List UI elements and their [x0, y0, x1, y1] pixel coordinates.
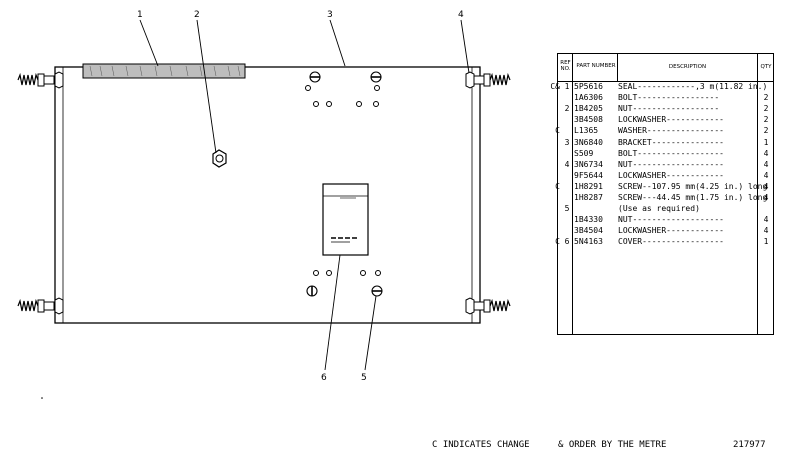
parts-row: 9F5644 LOCKWASHER------------ 4 [558, 170, 775, 181]
part-description: LOCKWASHER------------ [618, 226, 724, 236]
part-number: 3B4504 [574, 226, 603, 236]
part-number: 1A6306 [574, 93, 603, 103]
metre-legend: & ORDER BY THE METRE [558, 440, 667, 450]
ref-number: 4 [564, 159, 570, 169]
change-mark: C [555, 237, 560, 247]
part-description: SCREW--107.95 mm(4.25 in.) long [618, 181, 768, 191]
part-number: 9F5644 [574, 170, 603, 180]
callout-2: 2 [194, 10, 200, 20]
part-description: (Use as required) [618, 204, 700, 214]
quantity: 4 [763, 181, 769, 191]
ref-number: 6 [564, 237, 570, 247]
part-description: NUT------------------- [618, 159, 724, 169]
ref-number: 5 [564, 204, 570, 214]
parts-row: 3B4508 LOCKWASHER------------ 2 [558, 114, 775, 125]
part-number: S509 [574, 148, 594, 158]
header-description: DESCRIPTION [668, 64, 707, 70]
parts-row: 1A6306 BOLT----------------- 2 [558, 92, 775, 103]
part-number: 1B4330 [574, 215, 603, 225]
quantity: 4 [763, 215, 769, 225]
quantity: 1 [763, 237, 769, 247]
part-number: 1B4205 [574, 104, 603, 114]
change-legend: C INDICATES CHANGE [432, 440, 530, 450]
parts-row: S509 BOLT------------------ 4 [558, 148, 775, 159]
quantity: 4 [763, 226, 769, 236]
ref-number: 1 [564, 82, 570, 91]
callout-1: 1 [137, 10, 143, 20]
upper-screw-group [305, 71, 382, 107]
part-number: 5P5616 [574, 82, 603, 91]
ref-number: 2 [564, 104, 570, 114]
parts-row: 3B4504 LOCKWASHER------------ 4 [558, 225, 775, 236]
part-number: 5N4163 [574, 237, 603, 247]
callout-6: 6 [321, 373, 327, 383]
callout-3: 3 [327, 10, 333, 20]
part-number: 3B4508 [574, 115, 603, 125]
quantity: 1 [763, 137, 769, 147]
part-number: 3N6840 [574, 137, 603, 147]
parts-row: 4 3N6734 NUT------------------- 4 [558, 159, 775, 170]
header-qty: QTY [760, 64, 772, 70]
bracket-plate [322, 183, 369, 256]
part-description: BOLT------------------ [618, 148, 724, 158]
part-number: 1H8291 [574, 181, 603, 191]
quantity: 2 [763, 104, 769, 114]
parts-row: 1B4330 NUT------------------- 4 [558, 214, 775, 225]
header-ref-no: REF NO. [560, 60, 571, 72]
part-description: LOCKWASHER------------ [618, 115, 724, 125]
part-number: L1365 [574, 126, 599, 136]
change-mark: C [555, 126, 560, 136]
illustration-number: 217977 [733, 440, 766, 450]
callout-4: 4 [458, 10, 464, 20]
corner-bolt-bottom-left [17, 297, 64, 315]
ref-number: 3 [564, 137, 570, 147]
change-mark: C& [550, 82, 560, 91]
parts-row: 2 1B4205 NUT------------------ 2 [558, 103, 775, 114]
quantity: 2 [763, 115, 769, 125]
part-number: 1H8287 [574, 193, 603, 202]
cover-panel [54, 66, 481, 324]
parts-row: C L1365 WASHER---------------- 2 [555, 125, 775, 136]
callout-5: 5 [361, 373, 367, 383]
quantity: 4 [763, 148, 769, 158]
part-description: NUT------------------- [618, 215, 724, 225]
part-description: WASHER---------------- [618, 126, 724, 136]
parts-row: 3 3N6840 BRACKET--------------- 1 [558, 137, 775, 148]
quantity: 4 [763, 193, 769, 202]
part-description: BRACKET--------------- [618, 137, 724, 147]
part-description: COVER----------------- [618, 237, 724, 247]
center-bolt-nut [212, 149, 227, 168]
part-number: 3N6734 [574, 159, 603, 169]
quantity: 4 [763, 170, 769, 180]
quantity: 4 [763, 159, 769, 169]
change-mark: C [555, 181, 560, 191]
parts-row: 5 (Use as required) [558, 203, 775, 214]
quantity: 2 [763, 126, 769, 136]
part-description: BOLT----------------- [618, 93, 720, 103]
corner-bolt-top-right [465, 71, 511, 89]
part-description: NUT------------------ [618, 104, 720, 114]
parts-list-header: REF NO. PART NUMBER DESCRIPTION QTY [558, 54, 773, 82]
seal-strip [82, 63, 246, 79]
lower-screw-group [306, 270, 383, 297]
corner-bolt-top-left [17, 71, 64, 89]
corner-bolt-bottom-right [465, 297, 511, 315]
header-part-number: PART NUMBER [576, 63, 616, 69]
quantity: 2 [763, 93, 769, 103]
part-description: SEAL------------,3 m(11.82 in.) [618, 82, 768, 91]
parts-row: C&1 5P5616 SEAL------------,3 m(11.82 in.) [550, 81, 775, 92]
part-description: SCREW---44.45 mm(1.75 in.) long [618, 193, 768, 202]
part-description: LOCKWASHER------------ [618, 170, 724, 180]
